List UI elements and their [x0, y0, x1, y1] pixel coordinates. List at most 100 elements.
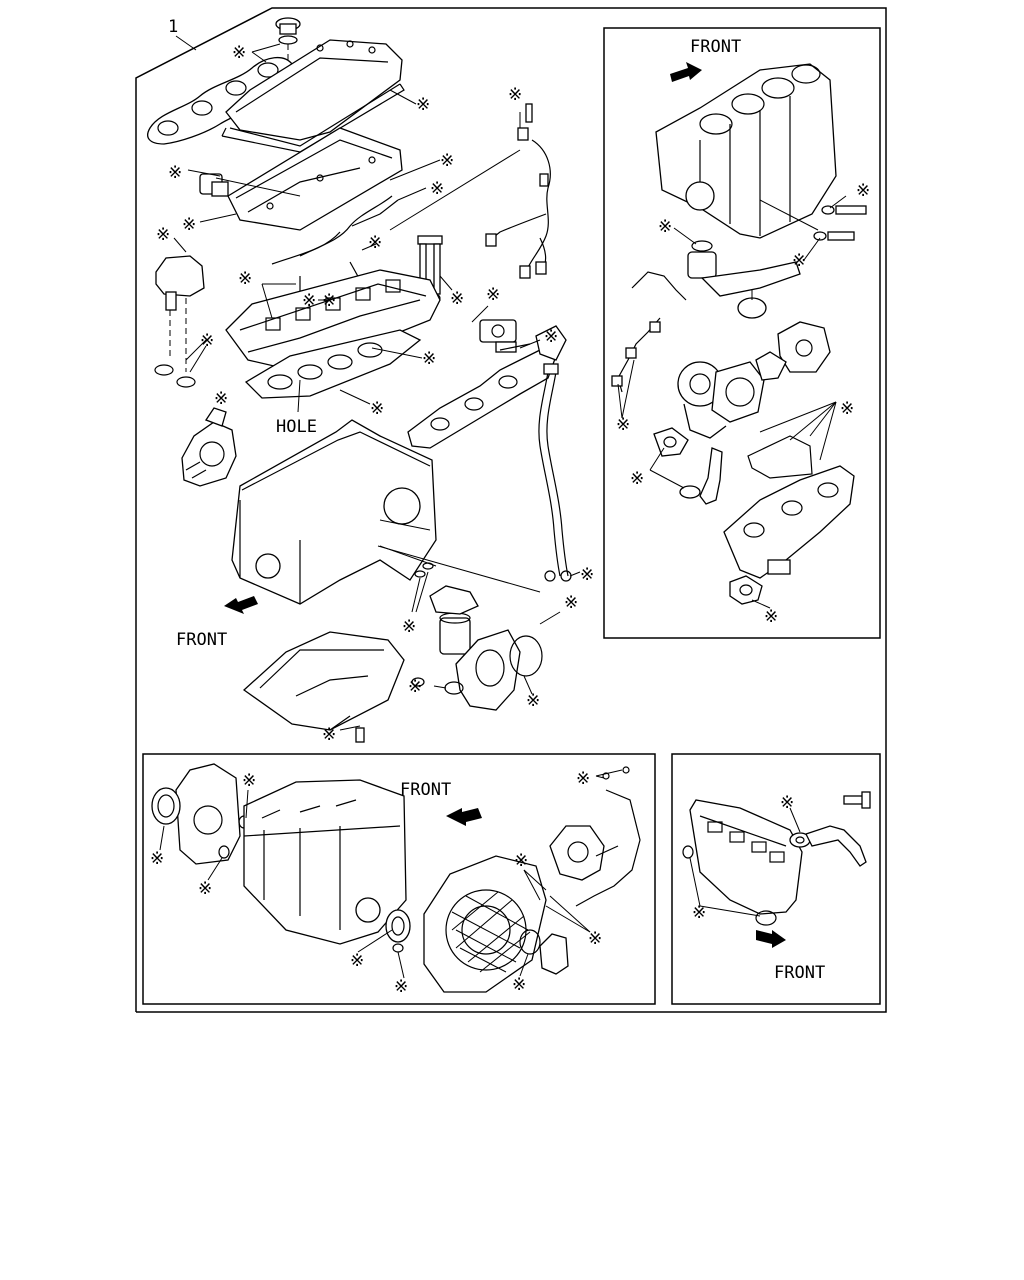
- marker: ※: [508, 85, 522, 105]
- marker: ※: [512, 975, 526, 995]
- marker: ※: [514, 851, 528, 871]
- arrow-icon: [224, 596, 258, 614]
- marker: ※: [238, 269, 252, 289]
- o-ring-bottom: [755, 910, 777, 926]
- exhaust-manifold: [407, 325, 567, 449]
- marker: ※: [242, 771, 256, 791]
- cylinder-head: [225, 269, 441, 373]
- marker: ※: [168, 163, 182, 183]
- inset-bottom-right: FRONT: [682, 791, 871, 983]
- callout-1: 1: [168, 17, 197, 51]
- head-cover-gasket: [221, 83, 405, 153]
- marker: ※: [856, 181, 870, 201]
- marker: ※: [616, 415, 630, 435]
- hole-label: HOLE: [276, 417, 317, 437]
- vacuum-hose: [575, 766, 641, 907]
- marker: ※: [840, 399, 854, 419]
- marker: ※: [232, 43, 246, 63]
- front-label-inset-top: FRONT: [690, 37, 741, 57]
- marker: ※: [198, 879, 212, 899]
- cylinder-head-cover: [225, 39, 403, 147]
- front-label-inset-bottom-left: FRONT: [400, 780, 451, 800]
- arrow-icon: [756, 930, 786, 948]
- oil-strainer: [687, 240, 801, 319]
- front-label-main: FRONT: [176, 630, 227, 650]
- oil-filter: [414, 562, 479, 655]
- flywheel-housing: [423, 855, 547, 993]
- marker: ※: [486, 285, 500, 305]
- marker: ※: [526, 691, 540, 711]
- marker: ※: [302, 291, 316, 311]
- turbo-oil-feed-pipe: [611, 271, 687, 393]
- marker: ※: [780, 793, 794, 813]
- callout-number: 1: [168, 17, 178, 37]
- marker: ※: [370, 399, 384, 419]
- egr-pipe-gasket: [789, 791, 871, 867]
- marker: ※: [630, 469, 644, 489]
- turbocharger: [677, 361, 765, 439]
- cylinder-block: [231, 419, 437, 605]
- inset-top-right: FRONT: [611, 37, 867, 609]
- egr-valve: [479, 319, 531, 353]
- marker: ※: [544, 327, 558, 347]
- marker: ※: [214, 389, 228, 409]
- marker: ※: [422, 349, 436, 369]
- sensor-housing: [199, 173, 229, 197]
- marker: ※: [394, 977, 408, 997]
- cylinder-block-bottom-inset: [243, 779, 407, 945]
- timing-case-cover: [151, 763, 250, 865]
- marker: ※: [368, 233, 382, 253]
- leader-lines-inset-bottom-right: [689, 807, 801, 917]
- marker: ※: [150, 849, 164, 869]
- outer-frame: [135, 7, 887, 1013]
- leader-lines-inset-bottom-left: [159, 769, 623, 979]
- inset-frame-top-right: [603, 27, 881, 639]
- rear-oil-seal: [385, 909, 411, 953]
- vacuum-pump: [549, 825, 619, 881]
- marker: ※: [322, 291, 336, 311]
- marker: ※: [416, 95, 430, 115]
- arrow-icon: [446, 808, 482, 826]
- marker: ※: [580, 565, 594, 585]
- camshaft-housing: [227, 127, 403, 231]
- marker: ※: [564, 593, 578, 613]
- bolts-and-washers: [759, 199, 867, 241]
- front-cover-oil-pump: [444, 629, 543, 711]
- marker: ※: [588, 929, 602, 949]
- exhaust-manifold-inset: [723, 465, 855, 579]
- marker: ※: [402, 617, 416, 637]
- inset-frame-bottom-left: [142, 753, 656, 1005]
- front-label-inset-bottom-right: FRONT: [774, 963, 825, 983]
- intake-manifold-inset: [689, 799, 803, 915]
- access-cover-plate: [519, 929, 569, 975]
- marker: ※: [792, 251, 806, 271]
- oil-pan: [242, 631, 425, 743]
- arrow-icon: [670, 62, 702, 82]
- marker: ※: [156, 225, 170, 245]
- marker: ※: [764, 607, 778, 627]
- main-exploded-view: HOLE FRONT: [147, 17, 581, 743]
- marker: ※: [658, 217, 672, 237]
- leader-lines-main: [173, 43, 581, 731]
- marker: ※: [692, 903, 706, 923]
- marker: ※: [430, 179, 444, 199]
- cylinder-block-inset: [655, 63, 837, 239]
- cylinder-head-gasket: [244, 329, 422, 399]
- marker: ※: [350, 951, 364, 971]
- leader-lines-inset-top: [617, 195, 847, 609]
- marker: ※: [408, 677, 422, 697]
- marker: ※: [182, 215, 196, 235]
- reference-markers: ※ ※ ※ ※ ※ ※ ※ ※ ※ ※ ※ ※ ※ ※ ※ ※ ※ ※ ※ ※ …: [150, 43, 870, 997]
- egr-cooler-inset: [755, 321, 831, 381]
- water-pump: [181, 407, 237, 487]
- front-arrow-main: FRONT: [176, 596, 258, 650]
- marker: ※: [440, 151, 454, 171]
- turbo-gaskets: [653, 427, 813, 499]
- marker: ※: [200, 331, 214, 351]
- o-ring-left: [682, 845, 694, 859]
- thermostat-housing: [154, 255, 205, 388]
- marker: ※: [576, 769, 590, 789]
- wiring-harness: [485, 103, 551, 279]
- inset-bottom-left: FRONT: [151, 763, 641, 993]
